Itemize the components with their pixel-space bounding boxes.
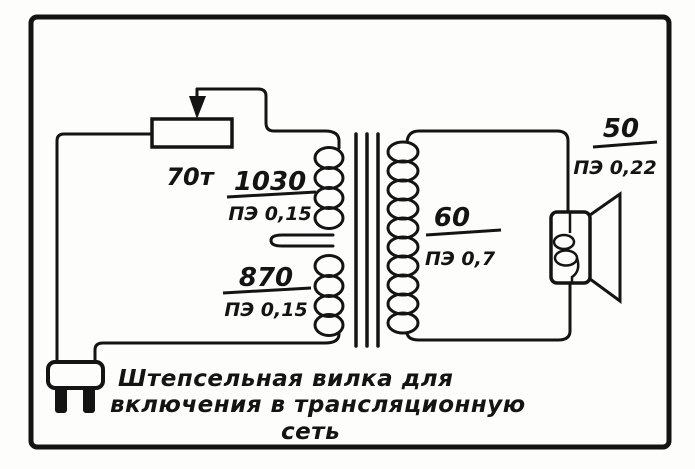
fraction-bar <box>425 228 502 237</box>
fraction-bar <box>226 190 317 199</box>
wire-secondary-bottom-to-speaker <box>405 282 572 342</box>
plug-prong-left <box>55 387 67 413</box>
wiper-arrow-icon <box>189 96 206 119</box>
speaker-coil-wire-label: ПЭ 0,22 <box>573 157 656 179</box>
fraction-bar <box>592 140 658 149</box>
wire-plug-to-primary-bottom <box>93 332 341 364</box>
caption-line-2: включения в трансляционную <box>110 392 526 418</box>
speaker-icon <box>549 191 622 304</box>
primary-upper-wire-label: ПЭ 0,15 <box>228 203 311 225</box>
primary-lower-wire-label: ПЭ 0,15 <box>224 299 307 321</box>
secondary-winding <box>386 140 420 335</box>
potentiometer-label: 70т <box>166 163 215 191</box>
plug-prong-right <box>83 387 95 413</box>
speaker-coil-turns-label: 50 <box>603 114 639 144</box>
speaker-voice-coil <box>552 213 580 283</box>
frame-border <box>28 14 672 450</box>
secondary-wire-label: ПЭ 0,7 <box>425 248 496 270</box>
wire-resistor-to-plug <box>55 132 154 365</box>
caption-line-3: сеть <box>281 419 340 445</box>
plug-icon <box>46 360 105 413</box>
wires-group <box>55 87 572 365</box>
fraction-bar <box>222 286 312 295</box>
wire-wiper-to-primary <box>195 87 341 150</box>
caption-line-1: Штепсельная вилка для <box>118 366 453 392</box>
plug-body <box>46 360 105 390</box>
wire-primary-tap-uturn <box>269 233 335 248</box>
transformer-core <box>354 132 380 348</box>
wire-secondary-top-to-speaker <box>405 129 570 214</box>
primary-upper-winding <box>313 146 345 230</box>
secondary-turns-label: 60 <box>434 203 470 233</box>
primary-lower-turns-label: 870 <box>239 263 293 293</box>
primary-lower-winding <box>313 254 345 337</box>
speaker-horn <box>588 191 622 304</box>
potentiometer-body <box>150 117 234 149</box>
